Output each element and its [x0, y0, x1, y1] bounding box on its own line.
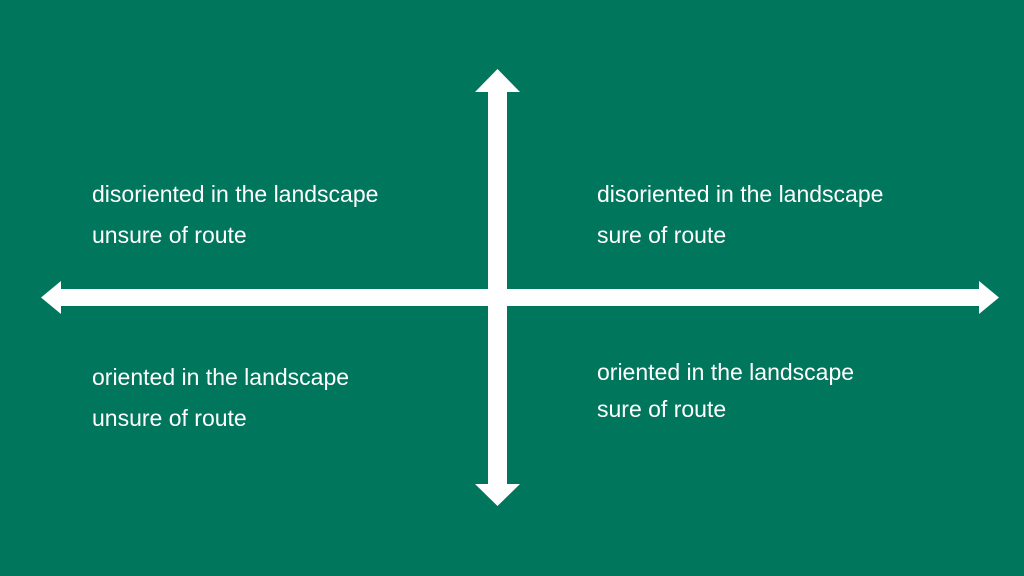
quadrant-top-left-line2: unsure of route [92, 222, 247, 248]
quadrant-bottom-left: oriented in the landscape unsure of rout… [92, 357, 349, 439]
quadrant-top-left: disoriented in the landscape unsure of r… [92, 174, 378, 256]
quadrant-top-right-line2: sure of route [597, 222, 727, 248]
vertical-axis-shaft [488, 88, 507, 488]
quadrant-bottom-right: oriented in the landscape sure of route [597, 354, 854, 428]
down-arrowhead-icon [475, 484, 520, 506]
right-arrowhead-icon [979, 281, 999, 314]
quadrant-top-left-line1: disoriented in the landscape [92, 181, 379, 207]
horizontal-axis-shaft [58, 289, 982, 306]
quadrant-bottom-left-line1: oriented in the landscape [92, 364, 350, 390]
up-arrowhead-icon [475, 69, 520, 92]
quadrant-top-right: disoriented in the landscape sure of rou… [597, 174, 883, 256]
quadrant-bottom-left-line2: unsure of route [92, 405, 247, 431]
quadrant-bottom-right-line1: oriented in the landscape [597, 359, 855, 385]
horizontal-axis-arrow [41, 281, 999, 314]
vertical-axis-arrow [475, 69, 520, 506]
quadrant-top-right-line1: disoriented in the landscape [597, 181, 884, 207]
quadrant-bottom-right-line2: sure of route [597, 396, 727, 422]
left-arrowhead-icon [41, 281, 61, 314]
